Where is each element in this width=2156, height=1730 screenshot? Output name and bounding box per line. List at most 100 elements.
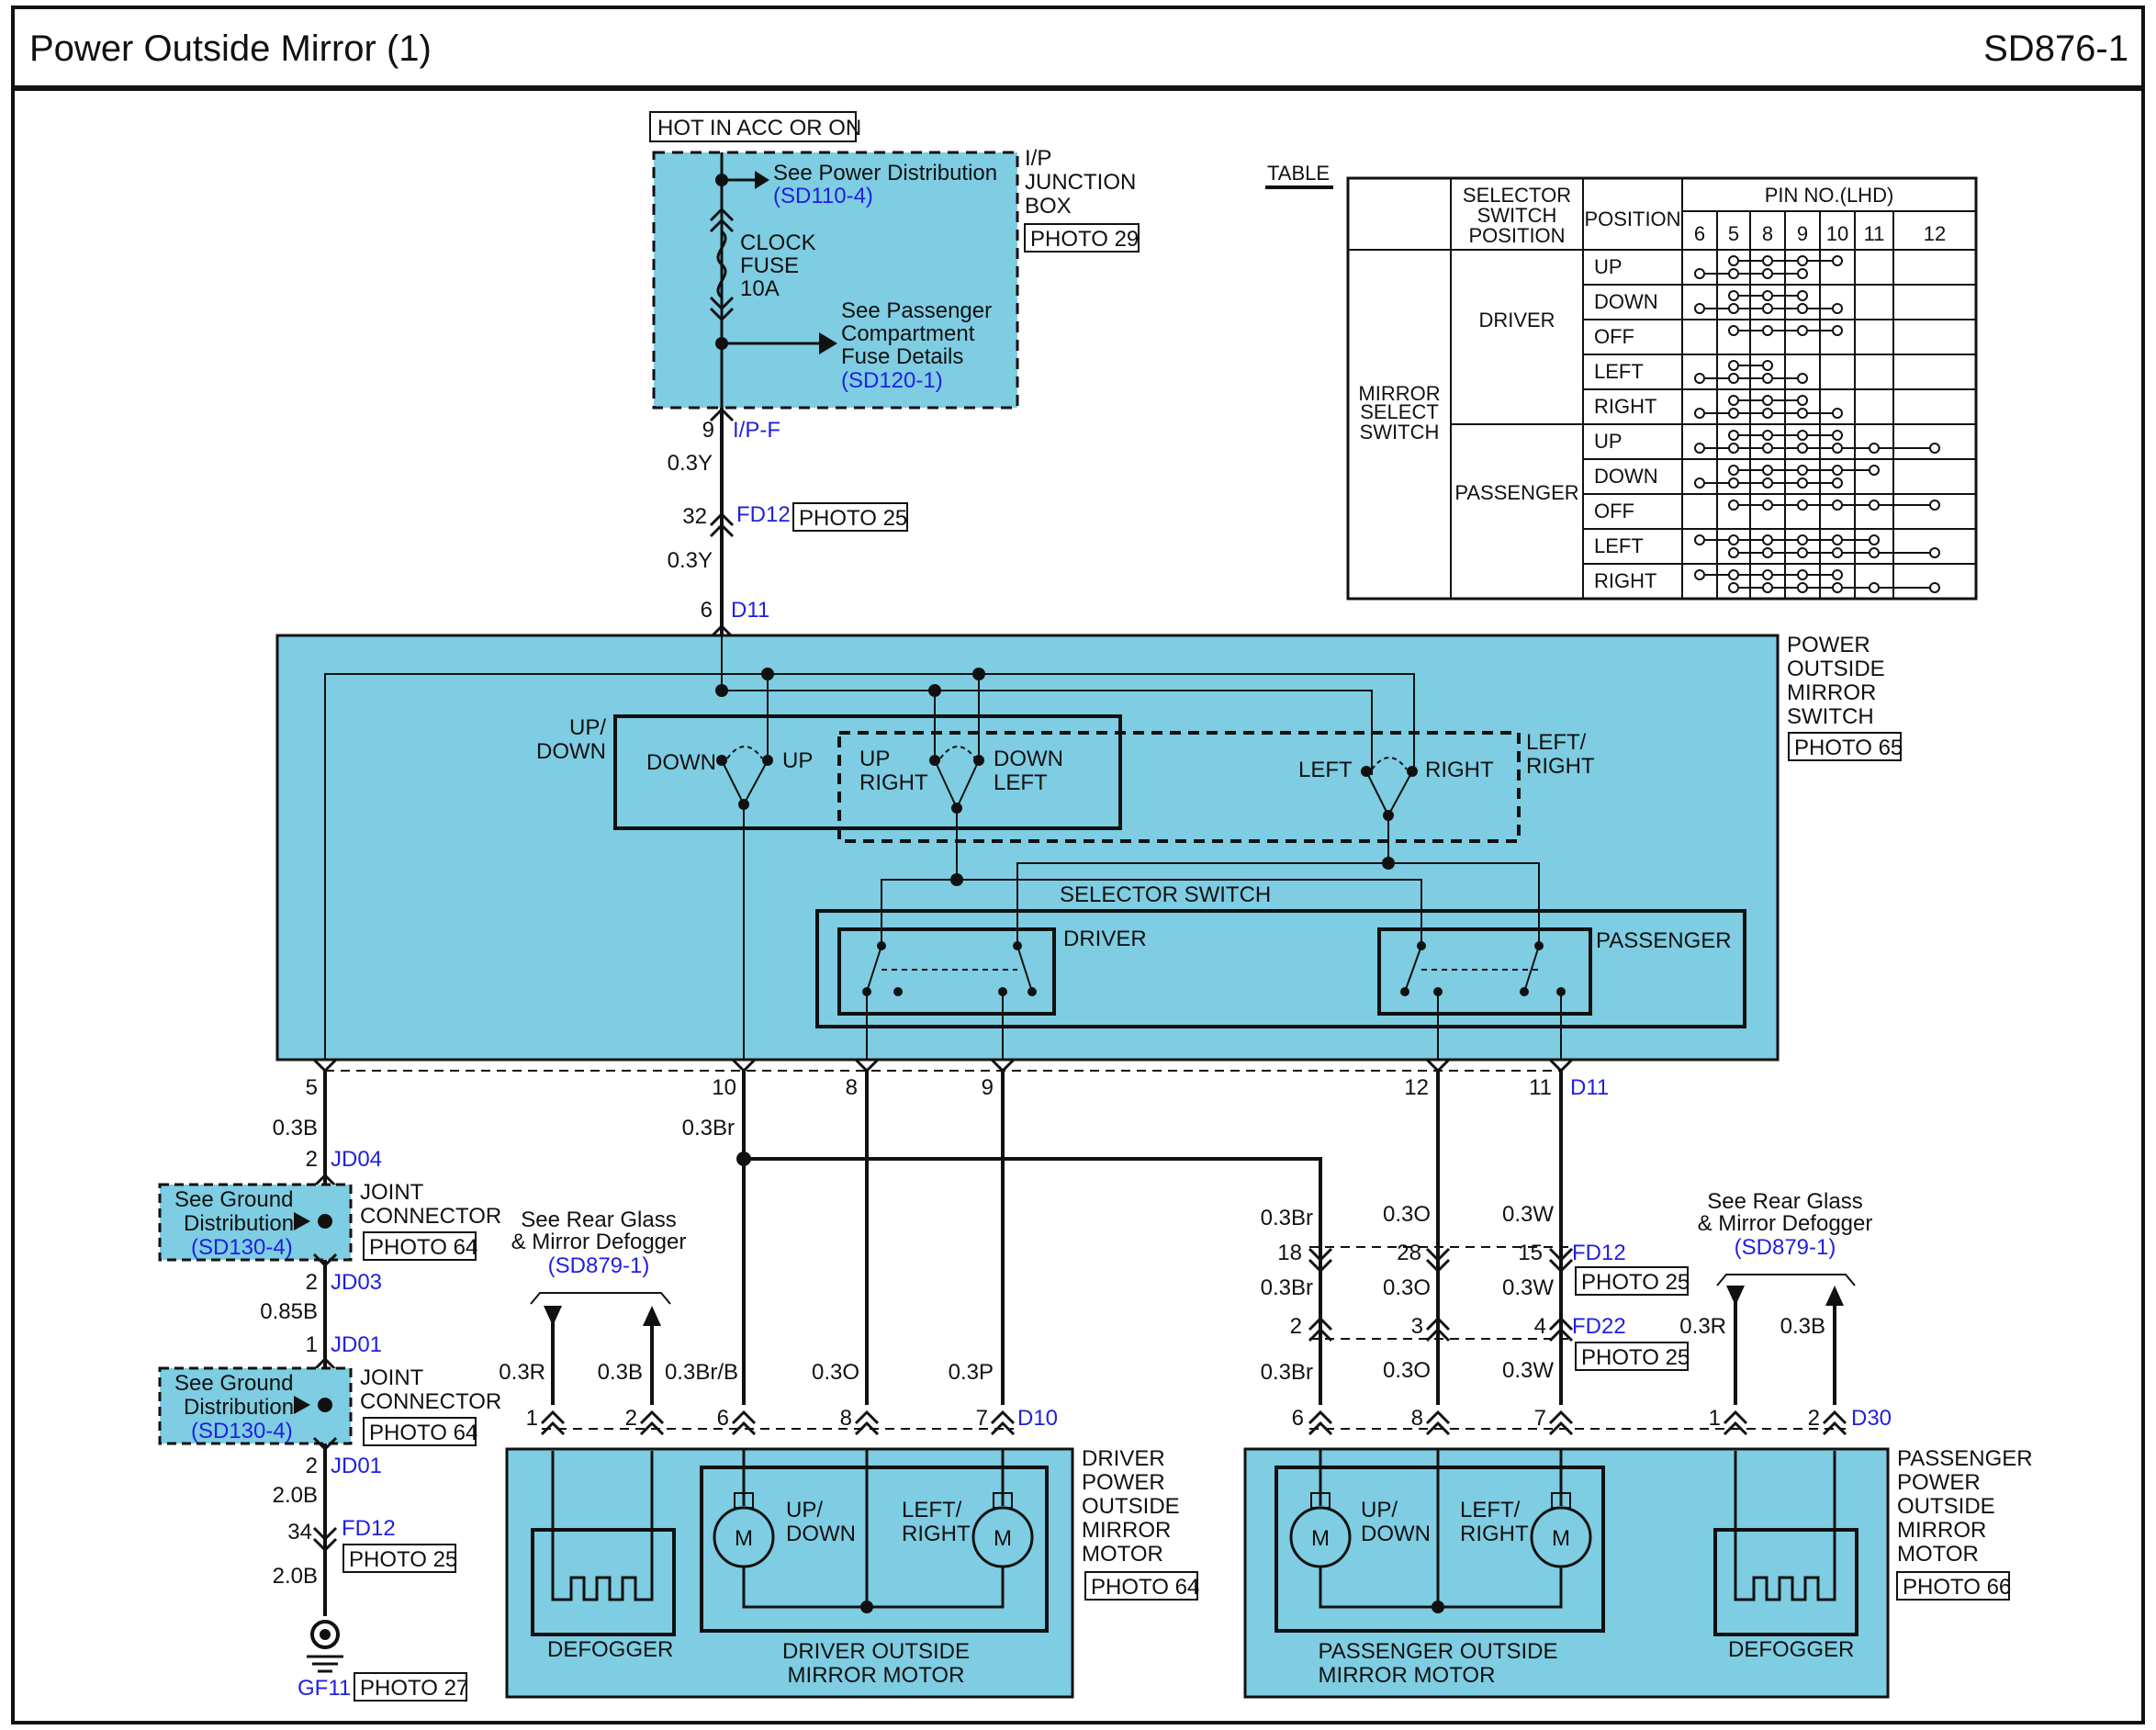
connector-jd03: JD03 xyxy=(331,1270,382,1295)
table-contact xyxy=(1694,534,1705,545)
pin-label: 34 xyxy=(287,1520,312,1545)
pass-fuse-ref[interactable]: (SD120-1) xyxy=(841,368,943,393)
table-contact xyxy=(1762,477,1773,489)
connector-jd01: JD01 xyxy=(331,1332,382,1357)
down-label: DOWN xyxy=(646,750,716,775)
updown-label: UP/ xyxy=(569,715,606,740)
fd12-photo: PHOTO 25 xyxy=(349,1547,457,1572)
wire-label: 0.3Br xyxy=(1261,1360,1313,1385)
rear-glass-ref: & Mirror Defogger xyxy=(511,1230,687,1254)
pin-label: 1 xyxy=(306,1332,318,1357)
pin-label: 2 xyxy=(306,1147,318,1172)
table-contact xyxy=(1728,360,1739,371)
ground-ref[interactable]: (SD130-4) xyxy=(191,1235,293,1260)
table-contact xyxy=(1797,408,1808,419)
table-contact xyxy=(1832,430,1843,441)
driver-connector-terminals xyxy=(540,1410,1016,1436)
table-position: DOWN xyxy=(1594,465,1658,488)
power-dist-ref[interactable]: (SD110-4) xyxy=(773,184,873,208)
pin-label: 9 xyxy=(982,1075,994,1100)
connector-fd12: FD12 xyxy=(342,1516,396,1541)
pin-label: 6 xyxy=(1292,1406,1304,1431)
passenger-name: OUTSIDE xyxy=(1897,1494,1995,1519)
jbox-label-1: I/P xyxy=(1025,146,1051,171)
table-contact xyxy=(1797,465,1808,476)
table-caption: TABLE xyxy=(1267,162,1330,185)
table-contact xyxy=(1694,477,1705,489)
table-contact xyxy=(1832,534,1843,545)
table-contact xyxy=(1728,290,1739,301)
rear-glass-link[interactable]: (SD879-1) xyxy=(1735,1235,1836,1260)
driver-name: MIRROR xyxy=(1082,1518,1171,1543)
motor-label: LEFT/ xyxy=(1460,1498,1521,1522)
rear-glass-link[interactable]: (SD879-1) xyxy=(548,1253,650,1278)
defogger-label: DEFOGGER xyxy=(547,1637,673,1662)
jbox-label-3: BOX xyxy=(1025,194,1072,219)
table-contact xyxy=(1728,500,1739,511)
table-contact xyxy=(1694,443,1705,454)
fuse-terminal-icon-2 xyxy=(709,296,735,322)
selector-driver-label: DRIVER xyxy=(1063,927,1147,951)
table-contact xyxy=(1762,268,1773,279)
table-contact xyxy=(1869,500,1880,511)
table-contact xyxy=(1929,582,1940,593)
table-contact xyxy=(1728,373,1739,384)
table-pin-header: 5 xyxy=(1728,222,1739,245)
wire-label: 0.3B xyxy=(598,1360,643,1385)
wire-label: 0.3Y xyxy=(668,451,713,476)
right-label: RIGHT xyxy=(1425,758,1494,782)
driver-motor-label: MIRROR MOTOR xyxy=(788,1663,965,1688)
driver-motor-label: DRIVER OUTSIDE xyxy=(782,1639,970,1664)
pin-label: 3 xyxy=(1411,1314,1423,1339)
pin-label: 11 xyxy=(1529,1075,1552,1100)
motor-label: DOWN xyxy=(786,1522,856,1546)
switch-name: SWITCH xyxy=(1787,704,1874,729)
pin-label: 8 xyxy=(846,1075,858,1100)
table-contact xyxy=(1762,465,1773,476)
motor-symbol: M xyxy=(1552,1526,1570,1551)
table-contact xyxy=(1728,430,1739,441)
driver-outside-motor xyxy=(700,1466,1049,1633)
joint-label: CONNECTOR xyxy=(360,1204,501,1229)
wire-label: 2.0B xyxy=(273,1483,318,1508)
pin-label: 18 xyxy=(1277,1241,1302,1265)
driver-name: OUTSIDE xyxy=(1082,1494,1180,1519)
up-right-label: UP xyxy=(859,747,890,771)
table-contact xyxy=(1694,408,1705,419)
fd12-photo: PHOTO 25 xyxy=(799,506,907,531)
pin-label: 2 xyxy=(1290,1314,1302,1339)
wire-label: 0.3R xyxy=(1679,1314,1726,1339)
ip-junction-box xyxy=(652,151,1019,410)
table-contact xyxy=(1762,430,1773,441)
table-contact xyxy=(1728,395,1739,406)
down-left-label: DOWN xyxy=(994,747,1063,771)
wire-label: 0.3Br xyxy=(1261,1206,1313,1230)
fuse-icon xyxy=(716,230,727,299)
table-contact xyxy=(1728,534,1739,545)
connector-fd12 xyxy=(709,511,735,538)
wire-label: 0.3Br/B xyxy=(665,1360,738,1385)
table-contact xyxy=(1728,477,1739,489)
jbox-label-2: JUNCTION xyxy=(1025,170,1136,195)
passenger-name: MIRROR xyxy=(1897,1518,1986,1543)
connector-fd12-label: FD12 xyxy=(736,502,791,527)
fuse-label-3: 10A xyxy=(740,276,780,301)
ground-ref[interactable]: (SD130-4) xyxy=(191,1419,293,1444)
table-contact xyxy=(1929,500,1940,511)
pin-label: 8 xyxy=(840,1406,852,1431)
table-contact xyxy=(1762,500,1773,511)
passenger-photo: PHOTO 66 xyxy=(1903,1575,2011,1600)
table-contact xyxy=(1694,268,1705,279)
motor-symbol: M xyxy=(735,1526,753,1551)
passenger-mirror-motor-assembly xyxy=(1243,1447,1890,1699)
table-contact xyxy=(1728,443,1739,454)
pin-label: 2 xyxy=(625,1406,637,1431)
motor-label: UP/ xyxy=(786,1498,823,1522)
lr-label: RIGHT xyxy=(1526,754,1595,779)
connector-gf11: GF11 xyxy=(298,1676,351,1701)
pin-label: 4 xyxy=(1534,1314,1546,1339)
pin-label: 8 xyxy=(1411,1406,1423,1431)
wire-label: 0.3B xyxy=(1780,1314,1825,1339)
wire-label: 2.0B xyxy=(273,1564,318,1589)
table-contact xyxy=(1832,465,1843,476)
